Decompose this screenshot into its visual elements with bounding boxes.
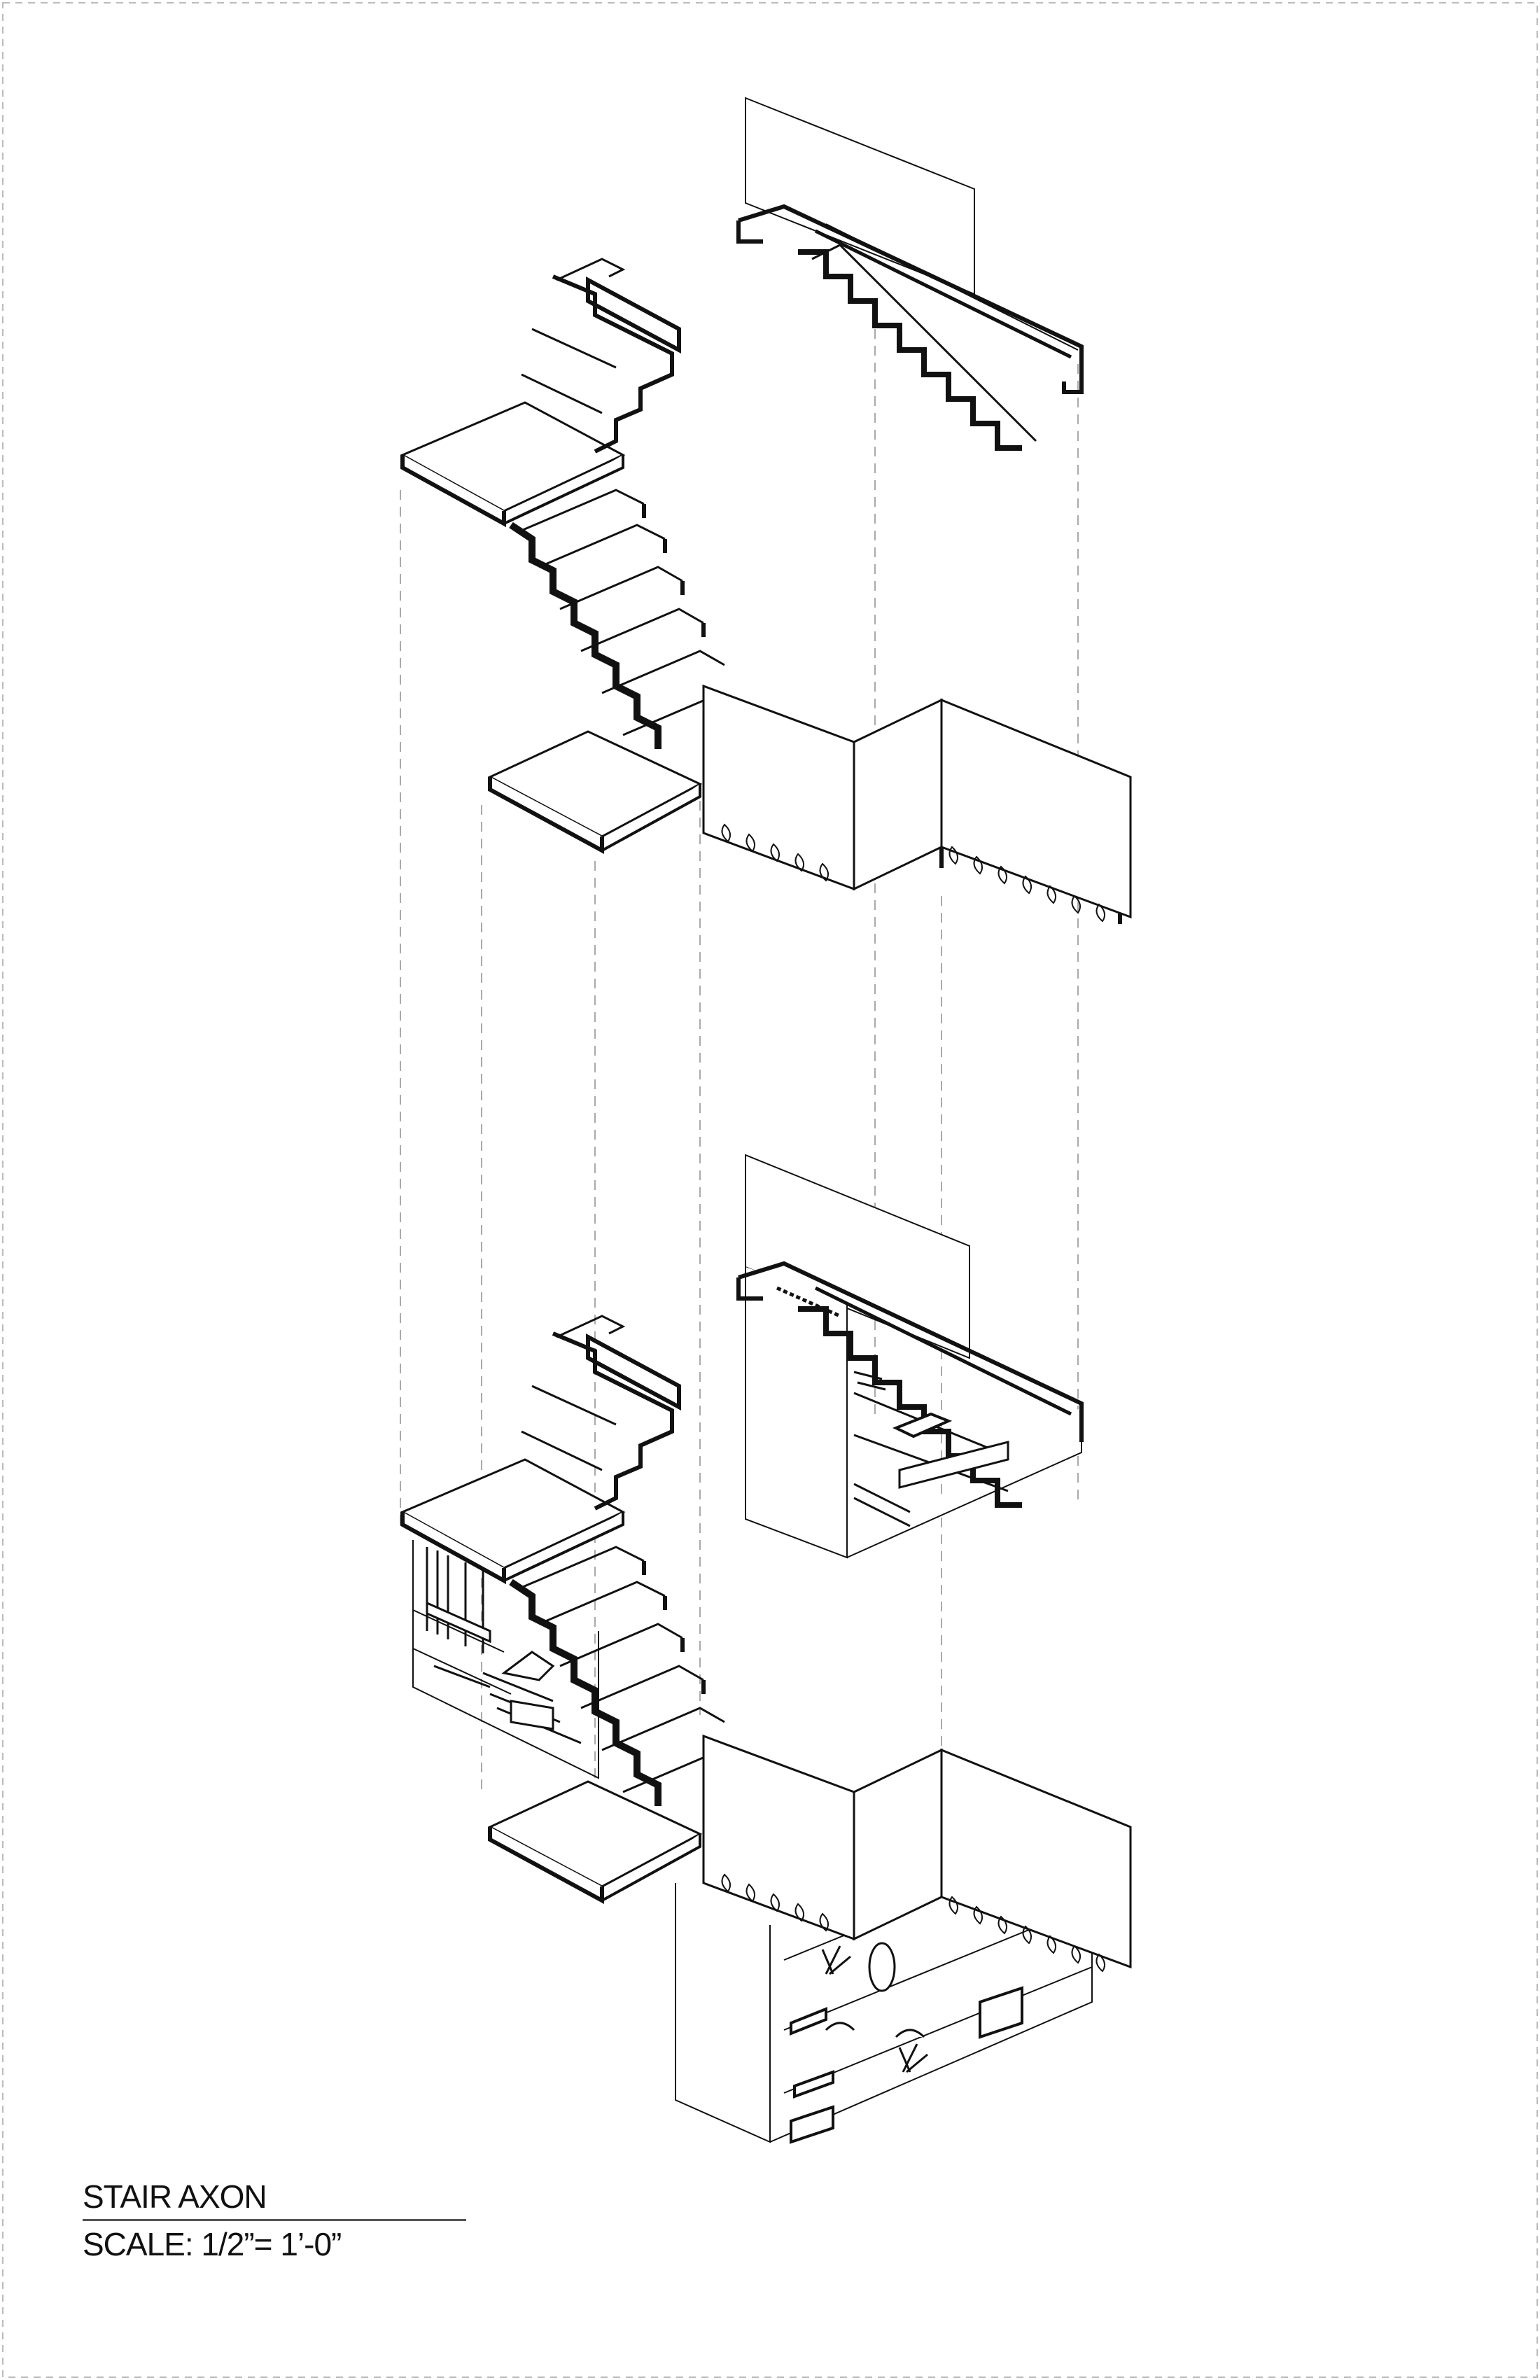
title-rule — [83, 2219, 466, 2220]
upper-wall-panel — [702, 684, 1132, 924]
drawing-title: STAIR AXON — [83, 2178, 267, 2215]
lower-upper-cabinet — [736, 1154, 1084, 1559]
upper-stringer-assembly — [736, 97, 1084, 451]
upper-stair — [400, 258, 743, 855]
lower-stair — [400, 1315, 743, 1905]
drawing-scale: SCALE: 1/2”= 1’-0” — [83, 2226, 342, 2262]
projection-lines — [400, 329, 1079, 1855]
title-block: STAIR AXON SCALE: 1/2”= 1’-0” — [83, 2177, 475, 2264]
lower-wall-shelving — [675, 1734, 1132, 2144]
